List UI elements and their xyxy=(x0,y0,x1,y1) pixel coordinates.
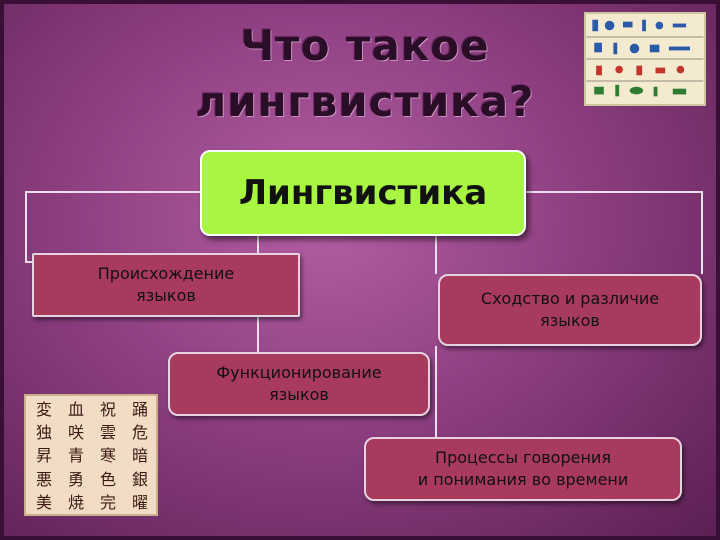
node-similarity-line-2: языков xyxy=(481,310,659,332)
title-line-2: лингвистика? xyxy=(150,74,580,130)
node-origin-line-1: Происхождение xyxy=(98,263,234,285)
node-functioning-line-1: Функционирование xyxy=(216,362,381,384)
chinese-characters-image: 変血祝踊 独咲雲危 昇青寒暗 悪勇色銀 美焼完曜 xyxy=(24,394,158,516)
diagram-node-origin: Происхождение языков xyxy=(32,253,300,317)
node-similarity-line-1: Сходство и различие xyxy=(481,288,659,310)
node-processes-line-1: Процессы говорения xyxy=(418,447,629,469)
kanji-grid: 変血祝踊 独咲雲危 昇青寒暗 悪勇色銀 美焼完曜 xyxy=(28,399,156,515)
hieroglyph-icon xyxy=(586,14,704,104)
diagram-root: Лингвистика xyxy=(200,150,526,236)
node-functioning-line-2: языков xyxy=(216,384,381,406)
node-processes-line-2: и понимания во времени xyxy=(418,469,629,491)
diagram-node-similarity: Сходство и различие языков xyxy=(438,274,702,346)
diagram-root-label: Лингвистика xyxy=(239,173,487,213)
diagram-node-processes: Процессы говорения и понимания во времен… xyxy=(364,437,682,501)
hieroglyph-chart-image xyxy=(584,12,706,106)
title-line-1: Что такое xyxy=(150,18,580,74)
diagram-node-functioning: Функционирование языков xyxy=(168,352,430,416)
slide-title: Что такое лингвистика? xyxy=(150,18,580,130)
node-origin-line-2: языков xyxy=(98,285,234,307)
